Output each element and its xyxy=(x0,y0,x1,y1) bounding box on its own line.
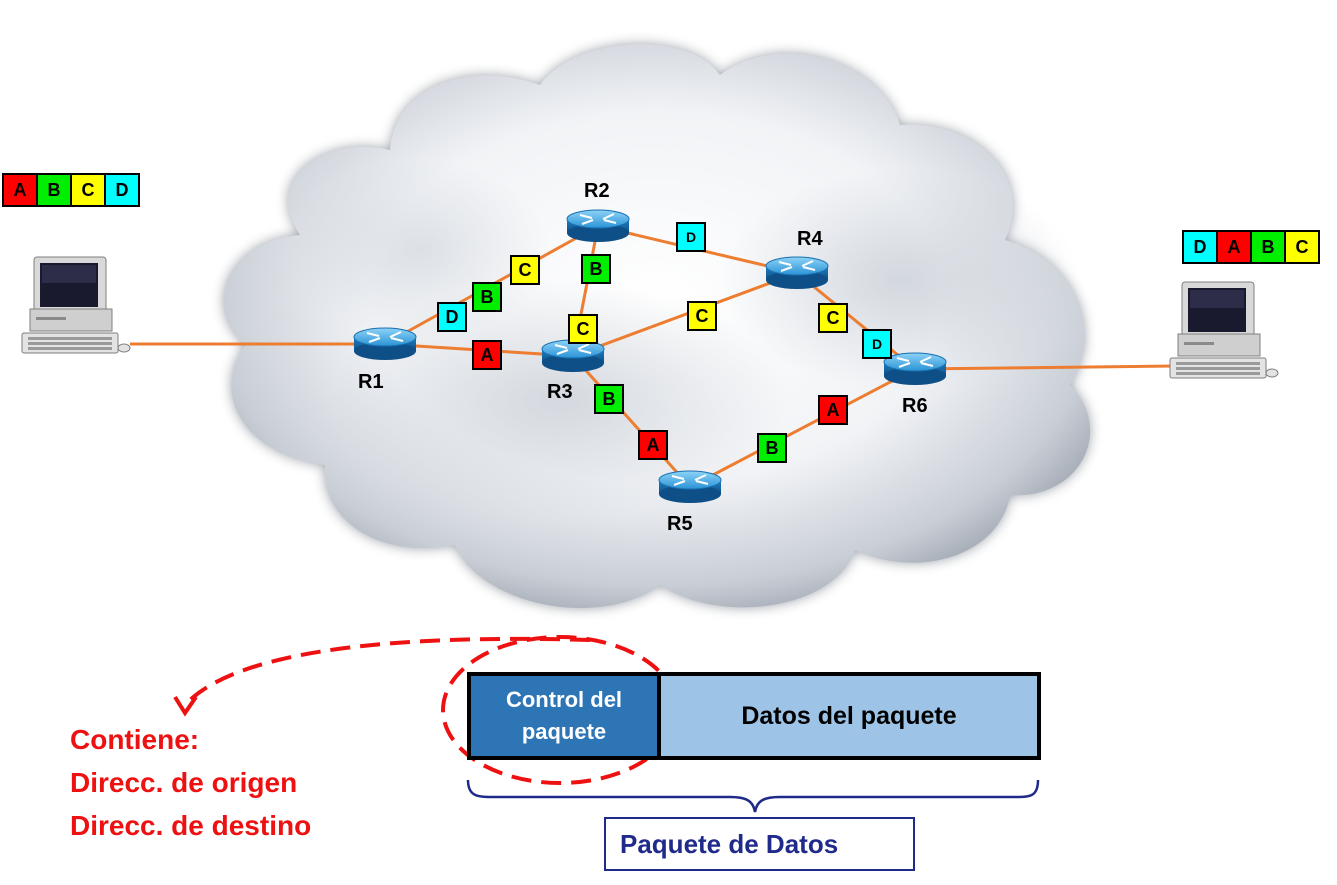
router-label-r6: R6 xyxy=(902,395,928,417)
link-r3-r4 xyxy=(572,271,798,358)
router-r1-icon xyxy=(353,327,417,360)
router-label-r3: R3 xyxy=(547,381,573,403)
packet-structure-title: Paquete de Datos xyxy=(604,817,915,871)
packet-b-r1-r2: B xyxy=(472,282,502,312)
arrow-head-icon xyxy=(173,695,198,717)
router-r3-icon xyxy=(541,339,605,372)
packet-control-field: Control del paquete xyxy=(471,676,661,756)
annotation-line-destino: Direcc. de destino xyxy=(70,810,312,841)
packet-d-r2-r4: D xyxy=(676,222,706,252)
packet-data-field: Datos del paquete xyxy=(661,676,1037,756)
packet-a-r3-r5: A xyxy=(638,430,668,460)
router-label-r5: R5 xyxy=(667,513,693,535)
router-r5-icon xyxy=(658,470,722,503)
packet-c-r4-r6: C xyxy=(818,303,848,333)
routers xyxy=(353,209,947,503)
router-label-r2: R2 xyxy=(584,180,610,202)
packet-d-r4-r6: D xyxy=(862,329,892,359)
packet-brace xyxy=(466,779,1040,813)
link-r5-r6 xyxy=(689,367,916,489)
packet-d: D xyxy=(104,173,140,207)
annotation-line-contiene: Contiene: xyxy=(70,724,200,755)
packet-c-r1-r2: C xyxy=(510,255,540,285)
packet-a: A xyxy=(2,173,38,207)
link-r4-r6 xyxy=(796,271,916,371)
annotation-text: Contiene: Direcc. de origen Direcc. de d… xyxy=(70,718,311,847)
packet-d-r1-r2: D xyxy=(437,302,467,332)
annotation-arrow xyxy=(183,636,591,707)
packet-b-r2-r3: B xyxy=(581,254,611,284)
source-computer-icon xyxy=(21,256,131,354)
packet-structure: Control del paquete Datos del paquete xyxy=(467,672,1041,760)
packet-a-r5-r6: A xyxy=(818,395,848,425)
router-r6-icon xyxy=(883,352,947,385)
packet-a-r1-r3: A xyxy=(472,340,502,370)
packet-c-r3-r4: C xyxy=(687,301,717,331)
link-r3-r5 xyxy=(571,355,692,488)
link-r6-pc xyxy=(914,364,1176,371)
destination-computer-icon xyxy=(1169,281,1279,379)
packet-c: C xyxy=(70,173,106,207)
packet-d: D xyxy=(1182,230,1218,264)
router-r4-icon xyxy=(765,256,829,289)
packet-c: C xyxy=(1284,230,1320,264)
annotation-line-origen: Direcc. de origen xyxy=(70,767,298,798)
packet-a: A xyxy=(1216,230,1252,264)
packet-b-r5-r6: B xyxy=(757,433,787,463)
router-label-r4: R4 xyxy=(797,228,823,250)
packet-c-r2-r3: C xyxy=(568,314,598,344)
packet-b: B xyxy=(1250,230,1286,264)
packet-b-r3-r5: B xyxy=(594,384,624,414)
packet-b: B xyxy=(36,173,72,207)
router-r2-icon xyxy=(566,209,630,242)
router-label-r1: R1 xyxy=(358,371,384,393)
